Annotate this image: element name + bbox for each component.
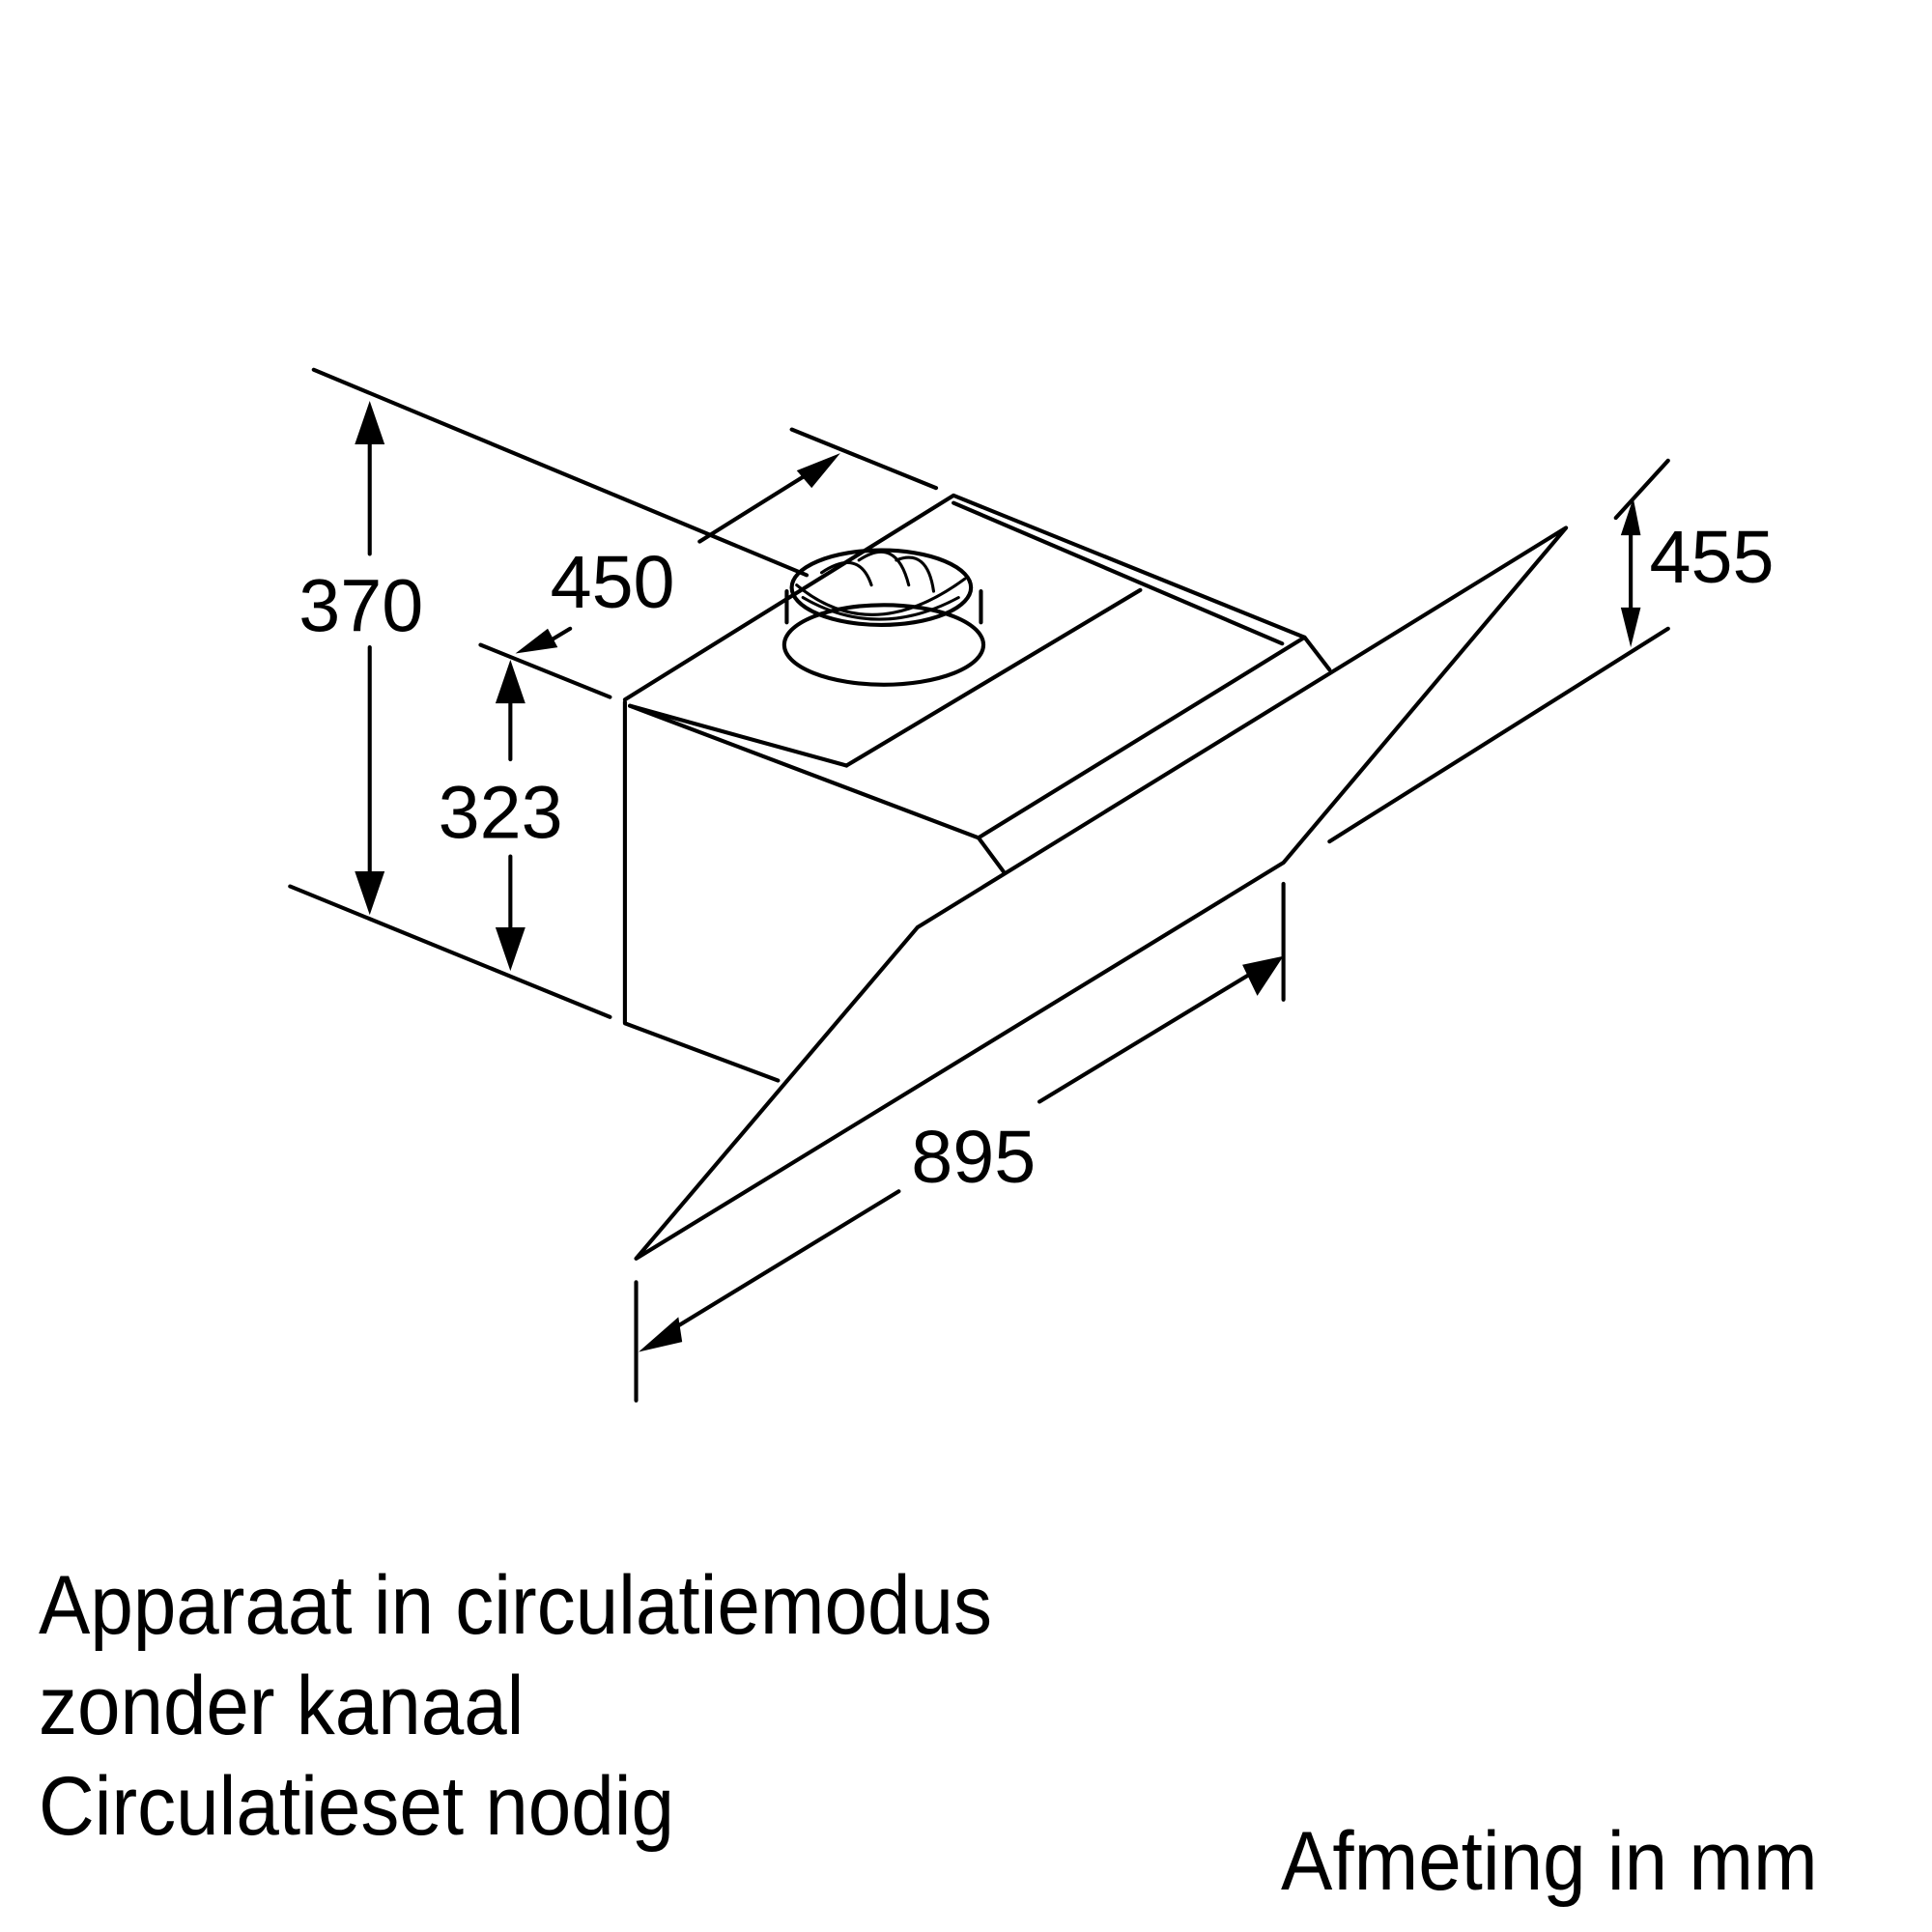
dim-450: 450	[515, 453, 840, 654]
dim-455-label: 455	[1649, 516, 1774, 599]
note-line-1: Apparaat in circulatiemodus	[39, 1559, 992, 1652]
dim-895-label: 895	[911, 1116, 1036, 1199]
dim-895: 895	[639, 955, 1284, 1352]
dim-450-label: 450	[551, 541, 675, 624]
unit-note: Afmeting in mm	[1281, 1815, 1818, 1908]
dim-323: 323	[439, 659, 563, 972]
hood-body	[622, 493, 1332, 1083]
note-line-2: zonder kanaal	[39, 1660, 525, 1752]
dim-455: 455	[1620, 497, 1774, 648]
fan-outlet-icon	[781, 548, 986, 687]
dim-370: 370	[298, 400, 423, 916]
glass-panel	[634, 526, 1569, 1261]
note-line-3: Circulatieset nodig	[39, 1760, 674, 1853]
extension-lines	[288, 367, 1670, 1403]
dim-323-label: 323	[439, 771, 563, 854]
dim-370-label: 370	[298, 564, 423, 647]
